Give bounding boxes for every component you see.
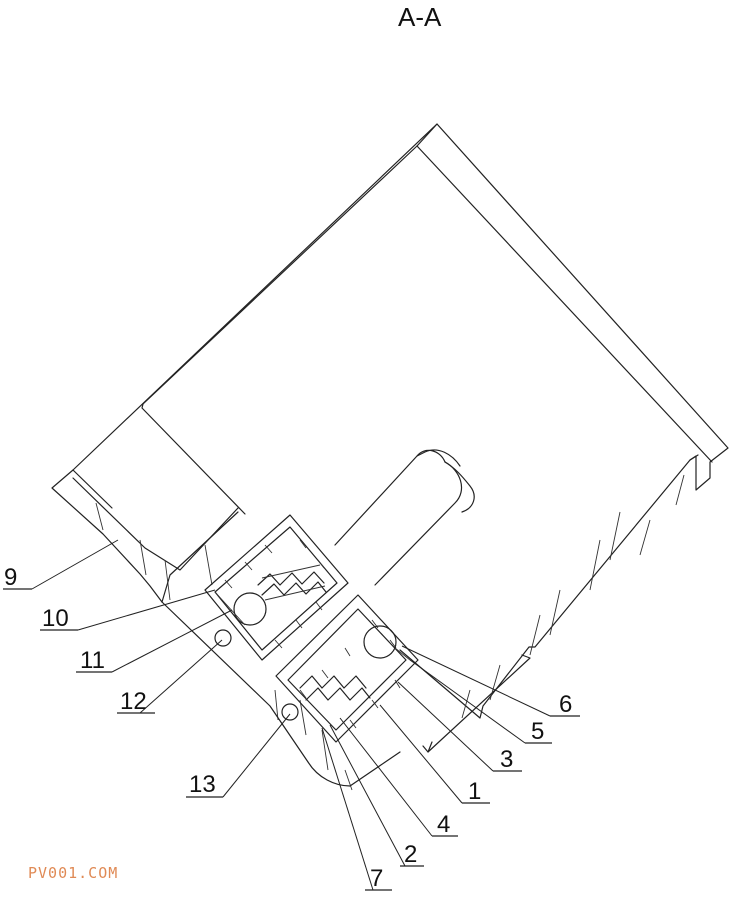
- wall-hatching: [95, 474, 685, 791]
- part-13-circle: [281, 703, 299, 721]
- label-4: 4: [437, 811, 450, 838]
- label-3: 3: [500, 746, 513, 773]
- label-5: 5: [531, 718, 544, 745]
- label-1: 1: [468, 778, 481, 805]
- label-underlines: [3, 588, 580, 891]
- label-10: 10: [42, 605, 69, 632]
- leader-lines: [31, 539, 551, 891]
- label-13: 13: [189, 771, 216, 798]
- housing-nose: [161, 511, 401, 787]
- label-11: 11: [80, 647, 105, 674]
- lower-spring-block: [275, 594, 419, 743]
- label-6: 6: [559, 691, 572, 718]
- shaft: [334, 449, 475, 586]
- view-title: A-A: [398, 2, 442, 32]
- watermark: PV001.COM: [28, 864, 118, 882]
- label-9: 9: [4, 564, 17, 591]
- label-12: 12: [120, 688, 147, 715]
- housing-body: [51, 123, 729, 753]
- label-7: 7: [370, 865, 383, 892]
- upper-spring-block: [204, 514, 349, 661]
- label-2: 2: [404, 841, 417, 868]
- part-12-circle: [214, 629, 232, 647]
